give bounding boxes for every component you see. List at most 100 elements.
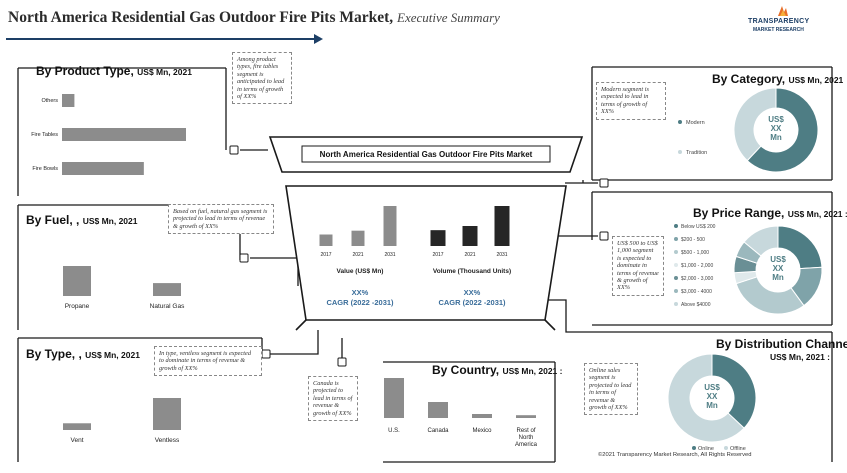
- title-text: North America Residential Gas Outdoor Fi…: [8, 9, 394, 26]
- value-cagr: CAGR (2022 -2031): [326, 298, 394, 307]
- page-title: North America Residential Gas Outdoor Fi…: [8, 9, 500, 27]
- fuel-unit: US$ Mn, 2021: [82, 216, 138, 226]
- price-range-legend-label: $200 - 500: [681, 237, 705, 243]
- country-category-label: U.S.: [388, 428, 400, 434]
- price-range-unit: US$ Mn, 2021 :: [787, 209, 847, 219]
- country-unit: US$ Mn, 2021 :: [502, 366, 563, 376]
- country-bar: [516, 415, 536, 418]
- distribution-centre-label: Mn: [706, 401, 718, 410]
- price-range-legend-swatch: [674, 289, 678, 293]
- type-title: By Type, ,: [26, 347, 82, 361]
- product-type-bar: [62, 94, 75, 107]
- value-bar: [383, 206, 397, 246]
- distribution-slice: [667, 353, 745, 443]
- price-range-legend-swatch: [674, 302, 678, 306]
- copyright-footer: ©2021 Transparency Market Research, All …: [598, 452, 752, 458]
- company-logo: TRANSPARENCY MARKET RESEARCH: [748, 4, 818, 38]
- distribution-slice: [711, 353, 757, 429]
- logo-flame-icon: [778, 6, 788, 16]
- type-unit: US$ Mn, 2021: [85, 350, 140, 360]
- centre-banner: North America Residential Gas Outdoor Fi…: [319, 150, 533, 159]
- distribution-title: By Distribution Channel: [716, 337, 847, 351]
- price-range-note: US$ 500 to US$ 1,000 segment is expected…: [612, 236, 664, 296]
- value-bar: [319, 234, 333, 246]
- product-type-heading: By Product Type, US$ Mn, 2021: [36, 64, 192, 78]
- distribution-note: Online sales segment is projected to lea…: [584, 363, 638, 416]
- category-title: By Category,: [712, 72, 786, 86]
- country-bar: [472, 414, 492, 418]
- price-range-legend-swatch: [674, 224, 678, 228]
- type-note: In type, ventless segment is expected to…: [154, 346, 262, 377]
- category-unit: US$ Mn, 2021: [788, 75, 844, 85]
- fuel-chart: Propane Natural Gas: [63, 266, 185, 310]
- price-range-legend-swatch: [674, 263, 678, 267]
- volume-category-label: 2021: [464, 252, 475, 258]
- category-legend-swatch: [678, 120, 682, 124]
- country-category-label: Mexico: [472, 428, 492, 434]
- volume-cagr-block: XX% CAGR (2022 -2031): [420, 288, 524, 308]
- fuel-bar: [63, 266, 91, 296]
- distribution-legend-label: Offline: [730, 446, 746, 452]
- distribution-unit: US$ Mn, 2021 :: [770, 352, 830, 362]
- category-slice: [746, 87, 819, 173]
- type-bar: [63, 423, 91, 430]
- value-category-label: 2031: [384, 252, 395, 258]
- country-category-label: Canada: [427, 428, 449, 434]
- country-category-label: America: [515, 442, 538, 448]
- price-range-slice: [735, 276, 805, 315]
- price-range-slice: [743, 225, 779, 257]
- volume-bar: [430, 230, 446, 246]
- fuel-category-label: Natural Gas: [150, 303, 185, 310]
- fuel-heading: By Fuel, , US$ Mn, 2021: [26, 213, 138, 227]
- type-category-label: Ventless: [155, 437, 180, 444]
- price-range-legend-label: Above $4000: [681, 302, 711, 308]
- country-category-label: Rest of: [516, 428, 535, 434]
- fuel-title: By Fuel, ,: [26, 213, 80, 227]
- category-centre-label: XX: [771, 124, 782, 133]
- price-range-heading: By Price Range, US$ Mn, 2021 :: [693, 206, 847, 220]
- price-range-legend-swatch: [674, 250, 678, 254]
- fuel-category-label: Propane: [65, 303, 90, 310]
- price-range-legend-swatch: [674, 237, 678, 241]
- price-range-legend-label: $500 - 1,000: [681, 250, 709, 256]
- product-type-bar: [62, 128, 186, 141]
- volume-label: Volume (Thousand Units): [432, 268, 512, 275]
- logo-line1: TRANSPARENCY: [748, 18, 810, 25]
- country-note: Canada is projected to lead in terms of …: [308, 376, 358, 422]
- product-type-category-label: Fire Bowls: [32, 166, 58, 172]
- price-range-centre-label: XX: [773, 264, 784, 273]
- volume-metric: XX%: [463, 288, 481, 297]
- country-bar: [428, 402, 448, 418]
- volume-cagr: CAGR (2022 -2031): [438, 298, 506, 307]
- distribution-legend-swatch: [692, 446, 696, 450]
- distribution-centre-label: XX: [707, 392, 718, 401]
- price-range-legend-label: $3,000 - 4000: [681, 289, 712, 295]
- volume-category-label: 2031: [496, 252, 507, 258]
- country-bar: [384, 378, 404, 418]
- product-type-unit: US$ Mn, 2021: [137, 67, 192, 77]
- distribution-centre-label: US$: [704, 383, 720, 392]
- value-metric: XX%: [351, 288, 369, 297]
- volume-bar: [462, 226, 478, 246]
- value-cagr-block: XX% CAGR (2022 -2031): [308, 288, 412, 308]
- price-range-legend-label: $1,000 - 2,000: [681, 263, 713, 269]
- product-type-note: Among product types, fire tables segment…: [232, 52, 292, 105]
- distribution-legend-swatch: [724, 446, 728, 450]
- type-heading: By Type, , US$ Mn, 2021: [26, 347, 140, 361]
- product-type-bar: [62, 162, 144, 175]
- price-range-centre-label: Mn: [772, 273, 784, 282]
- category-note: Modern segment is expected to lead in te…: [596, 82, 666, 120]
- price-range-title: By Price Range,: [693, 206, 785, 220]
- price-range-legend-swatch: [674, 276, 678, 280]
- category-legend-label: Tradition: [686, 150, 707, 156]
- category-centre-label: Mn: [770, 133, 782, 142]
- product-type-category-label: Others: [41, 98, 58, 104]
- value-category-label: 2017: [320, 252, 331, 258]
- country-heading: By Country, US$ Mn, 2021 :: [432, 363, 562, 377]
